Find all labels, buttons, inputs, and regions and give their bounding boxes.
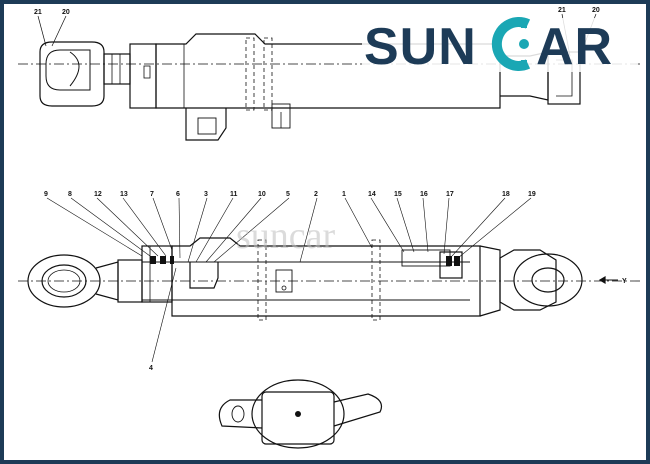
callout-leader-16 — [422, 197, 429, 253]
axis-label: Y — [622, 278, 627, 285]
callout-leader-9 — [46, 197, 143, 257]
callout-13: 13 — [120, 191, 128, 198]
callout-leader-15 — [396, 197, 415, 253]
callout-17: 17 — [446, 191, 454, 198]
callout-11: 11 — [230, 191, 238, 198]
callout-leader-11 — [195, 197, 234, 263]
callout-8: 8 — [68, 191, 72, 198]
callout-leader-5 — [213, 197, 290, 263]
callout-20-right: 20 — [592, 7, 600, 14]
callout-leader-2 — [299, 197, 318, 263]
callout-leader-3 — [187, 197, 208, 263]
suncar-logo: SUN AR — [362, 17, 638, 76]
callout-9: 9 — [44, 191, 48, 198]
callout-5: 5 — [286, 191, 290, 198]
axis-marker: Y — [598, 275, 627, 285]
side-view-cylinder — [18, 237, 640, 321]
bottom-detail-view — [218, 379, 383, 449]
callout-14: 14 — [368, 191, 376, 198]
callout-10: 10 — [258, 191, 266, 198]
callout-leader-17 — [443, 197, 450, 255]
callout-leader-7 — [152, 197, 173, 251]
callout-1: 1 — [342, 191, 346, 198]
callout-3: 3 — [204, 191, 208, 198]
callout-12: 12 — [94, 191, 102, 198]
callout-4: 4 — [149, 365, 153, 372]
logo-gear-c-icon — [491, 17, 531, 71]
callout-leader-1 — [344, 197, 373, 249]
callout-16: 16 — [420, 191, 428, 198]
callout-leader-10 — [205, 197, 262, 263]
side-view-labels: 9 8 12 13 7 6 3 11 10 5 2 1 14 15 16 17 18 19 4 — [44, 191, 536, 372]
watermark-text: suncar — [236, 215, 336, 257]
callout-leader-8 — [70, 197, 151, 257]
logo-text-ar: AR — [536, 18, 613, 76]
callout-15: 15 — [394, 191, 402, 198]
callout-leader-14 — [370, 197, 405, 253]
callout-21-left: 21 — [34, 9, 42, 16]
callout-leader-18 — [451, 197, 506, 257]
callout-19: 19 — [528, 191, 536, 198]
callout-18: 18 — [502, 191, 510, 198]
callout-leader-12 — [96, 197, 159, 257]
callout-6: 6 — [176, 191, 180, 198]
callout-leader-6 — [178, 197, 181, 259]
callout-21-right: 21 — [558, 7, 566, 14]
callout-leader-19 — [457, 197, 532, 259]
callout-20-left: 20 — [62, 9, 70, 16]
callout-leader-13 — [122, 197, 167, 257]
logo-text-suns: SUN — [364, 18, 477, 76]
callout-7: 7 — [150, 191, 154, 198]
callout-2: 2 — [314, 191, 318, 198]
